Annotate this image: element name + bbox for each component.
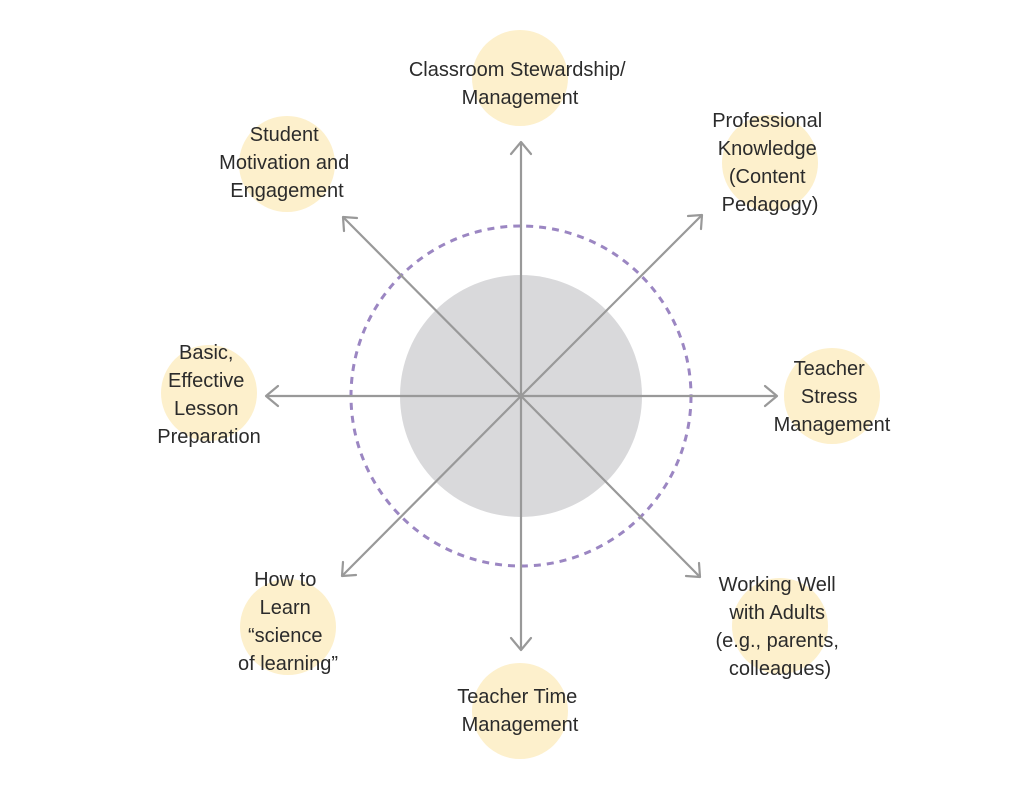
spoke-down-right — [520, 395, 701, 578]
node-label-classroom: Classroom Stewardship/ Management — [409, 59, 631, 109]
label-line: Management — [774, 414, 891, 436]
node-label-adults: Working Well with Adults (e.g., parents,… — [716, 574, 845, 680]
label-line: colleagues) — [729, 658, 831, 680]
bubble-stress — [784, 348, 880, 444]
label-line: Motivation and — [219, 152, 349, 174]
label-line: Student — [250, 124, 319, 146]
label-line: Basic, — [179, 342, 233, 364]
bubble-professional — [722, 115, 818, 211]
label-line: Engagement — [230, 180, 344, 202]
label-line: Effective — [168, 370, 244, 392]
label-line: Working Well — [719, 574, 836, 596]
arrowhead-up-left — [341, 215, 359, 233]
arrowhead-down-left — [340, 560, 358, 578]
bubbles — [161, 30, 880, 759]
label-line: of learning” — [238, 653, 338, 675]
arrowhead-down — [509, 636, 533, 652]
label-line: “science — [248, 625, 322, 647]
arrowhead-up-right — [686, 213, 704, 231]
label-line: Pedagogy) — [722, 194, 819, 216]
label-line: Teacher — [794, 358, 865, 380]
bubble-learn — [240, 579, 336, 675]
bubble-time — [472, 663, 568, 759]
spoke-up-left — [342, 216, 522, 397]
bubble-lesson — [161, 345, 257, 441]
node-label-motivation: Student Motivation and Engagement — [219, 124, 355, 202]
label-line: Professional — [712, 110, 822, 132]
arrowhead-right — [763, 384, 779, 408]
label-line: Learn — [260, 597, 311, 619]
label-line: Stress — [801, 386, 858, 408]
arrowhead-down-right — [684, 561, 702, 579]
label-line: Classroom Stewardship/ — [409, 59, 626, 81]
bubble-motivation — [239, 116, 335, 212]
label-line: How to — [254, 569, 316, 591]
bubble-adults — [732, 578, 828, 674]
node-label-lesson: Basic, Effective Lesson Preparation — [157, 342, 260, 448]
label-line: (Content — [729, 166, 806, 188]
node-label-learn: How to Learn “science of learning” — [238, 569, 338, 675]
label-line: Preparation — [157, 426, 260, 448]
label-line: Management — [462, 87, 579, 109]
arrowhead-left — [264, 384, 280, 408]
node-label-stress: Teacher Stress Management — [774, 358, 891, 436]
bubble-classroom — [472, 30, 568, 126]
label-line: Lesson — [174, 398, 239, 420]
node-label-professional: Professional Knowledge (Content Pedagogy… — [712, 110, 828, 216]
label-line: (e.g., parents, — [716, 630, 839, 652]
label-line: Teacher Time — [457, 686, 577, 708]
spokes — [264, 140, 779, 652]
spoke-down-left — [341, 395, 522, 577]
arrowhead-up — [509, 140, 533, 156]
node-label-time: Teacher Time Management — [457, 686, 583, 736]
label-line: Management — [462, 714, 579, 736]
label-line: with Adults — [728, 602, 825, 624]
labels: Classroom Stewardship/ Management Profes… — [157, 59, 891, 736]
spoke-up-right — [520, 214, 703, 397]
label-line: Knowledge — [718, 138, 817, 160]
